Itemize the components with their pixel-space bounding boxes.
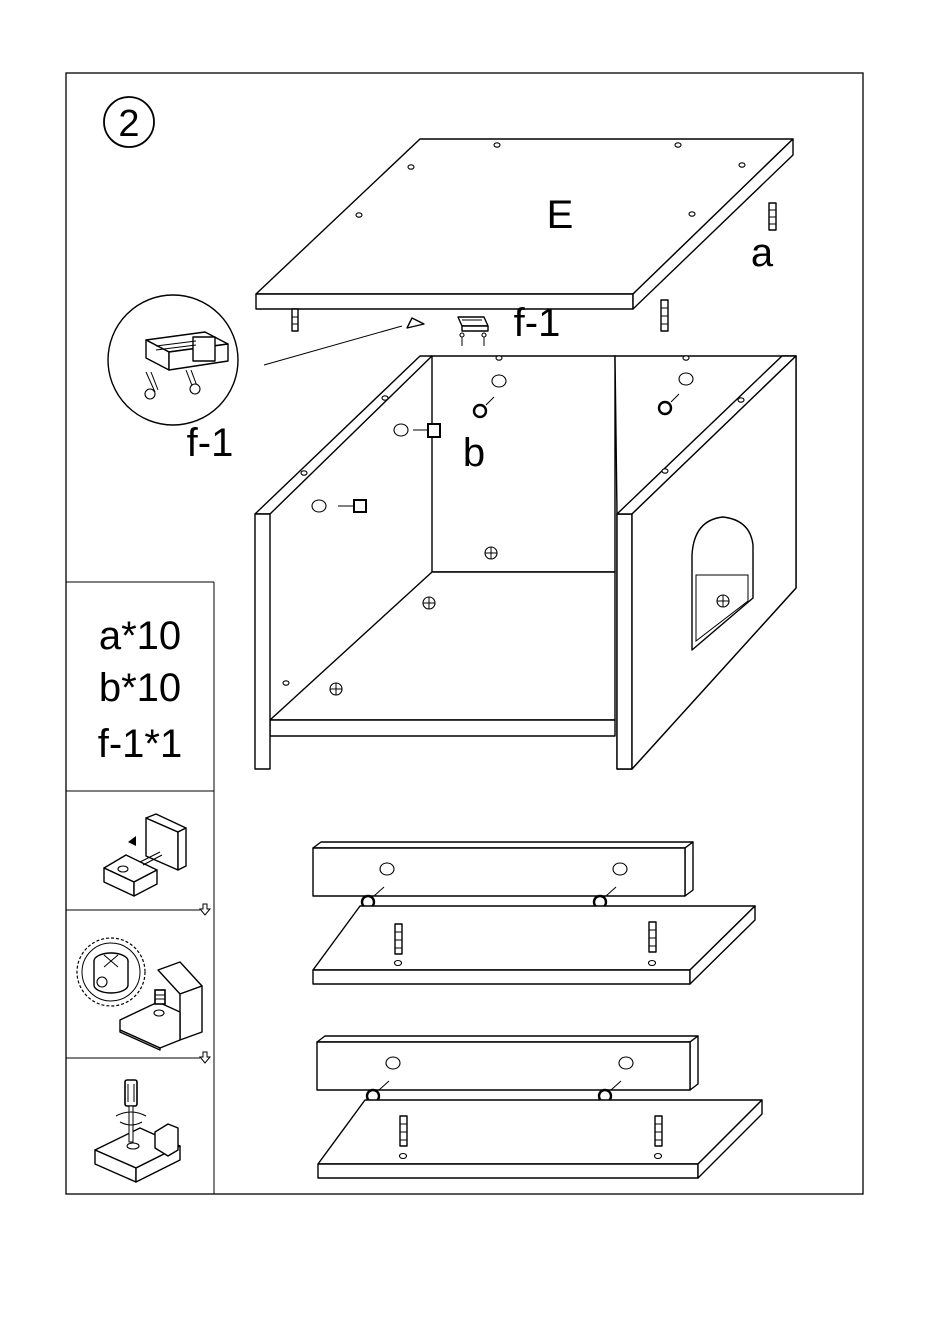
dowel-callout: a — [751, 231, 774, 275]
guide-step-tighten — [95, 1080, 180, 1182]
rail-assembly-1 — [313, 842, 755, 984]
cam-nut-icon — [413, 424, 440, 437]
down-arrow-icon — [200, 1052, 210, 1063]
dowel-icon — [292, 309, 298, 331]
rail-assembly-2 — [317, 1036, 762, 1178]
dowel-icon — [655, 1116, 662, 1146]
step-badge: 2 — [104, 97, 154, 147]
cam-nut-icon — [338, 500, 366, 512]
dowel-icon — [400, 1116, 407, 1146]
magnetic-catch-icon — [458, 317, 488, 346]
cabinet-carcass — [255, 356, 796, 769]
guide-step-insert-dowel — [104, 814, 186, 896]
dowel-icon — [661, 300, 668, 331]
parts-list-item: f-1*1 — [98, 722, 183, 766]
panel-label: E — [547, 193, 574, 237]
parts-list-item: a*10 — [99, 614, 181, 658]
down-arrow-icon — [200, 904, 210, 915]
guide-step-insert-cam — [77, 938, 202, 1050]
dowel-icon — [649, 922, 656, 952]
step-number: 2 — [118, 103, 139, 145]
catch-zoom-callout: f-1 — [187, 421, 234, 465]
top-panel-e: E — [256, 139, 793, 309]
dowel-icon — [395, 924, 402, 954]
cam-nut-callout: b — [463, 431, 485, 475]
catch-zoom-detail — [108, 295, 238, 425]
leader-line — [264, 326, 402, 365]
catch-callout: f-1 — [514, 301, 561, 345]
screw-cone-icon — [407, 318, 424, 328]
dowel-icon — [769, 203, 776, 230]
parts-list-item: b*10 — [99, 666, 181, 710]
